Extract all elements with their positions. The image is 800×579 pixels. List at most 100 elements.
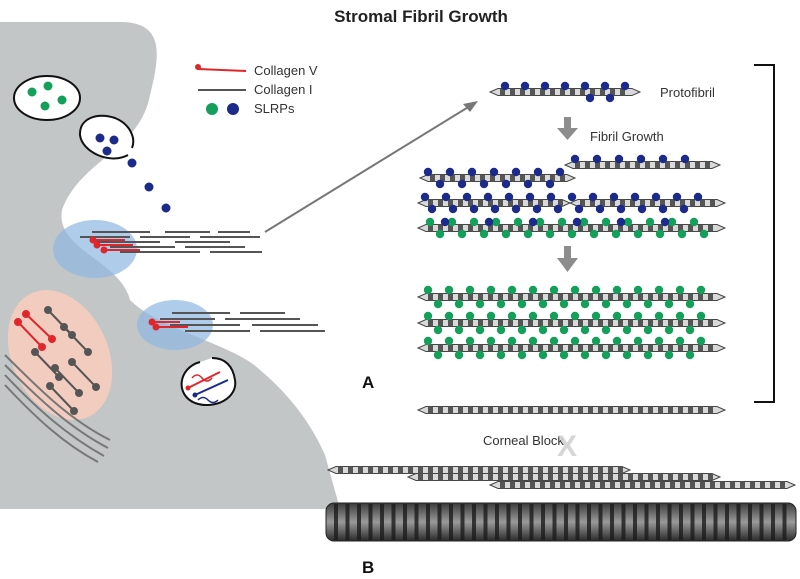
fibril-band <box>550 481 555 489</box>
fibril-band <box>478 319 483 327</box>
fibril-band <box>558 319 563 327</box>
fibril-band <box>608 319 613 327</box>
slrp-green-dot <box>699 229 709 239</box>
slrp-green-dot <box>643 350 653 360</box>
fibril-band <box>498 319 503 327</box>
fibril-band <box>548 319 553 327</box>
fibril-band <box>428 293 433 301</box>
fibril-segment <box>416 319 727 327</box>
slrp-green-dot <box>685 325 695 335</box>
fibril-band <box>698 293 703 301</box>
vesicle-green <box>13 75 81 121</box>
fibril-band <box>600 199 605 207</box>
slrp-blue-dot <box>457 179 467 189</box>
fibril-cylinder-band <box>437 504 442 540</box>
fibril-band <box>558 473 563 481</box>
slrp-green-dot <box>589 229 599 239</box>
slrp-blue-dot <box>616 217 626 227</box>
fibril-band <box>618 466 623 474</box>
slrp-green-dot <box>549 311 559 321</box>
slrp-green-dot <box>475 299 485 309</box>
fibril-band <box>428 473 433 481</box>
fibril-band <box>478 199 483 207</box>
fibril-band <box>448 199 453 207</box>
fibril-band <box>470 174 475 182</box>
protofibril-label: Protofibril <box>660 85 715 100</box>
fibril-band <box>668 319 673 327</box>
fibril-band <box>518 293 523 301</box>
fibril-band <box>528 319 533 327</box>
slrp-green-dot <box>591 336 601 346</box>
fibril-cylinder-band <box>771 504 775 540</box>
slrp-green-dot <box>559 350 569 360</box>
fibril-band <box>608 224 613 232</box>
fibril-band <box>348 466 353 474</box>
fibril-band <box>558 406 563 414</box>
fibril-cylinder-band <box>345 504 350 540</box>
slrp-green-dot <box>535 217 545 227</box>
fibril-band <box>498 224 503 232</box>
slrp-green-dot <box>559 325 569 335</box>
fibril-band <box>625 161 630 169</box>
slrp-green-dot <box>643 325 653 335</box>
fibril-band <box>648 319 653 327</box>
fibril-band <box>710 481 715 489</box>
slrp-blue-dot <box>445 167 455 177</box>
fibril-band <box>528 293 533 301</box>
slrp-green-dot <box>444 311 454 321</box>
slrp-green-dot <box>27 87 37 97</box>
slrp-green-dot <box>675 336 685 346</box>
slrp-green-dot <box>528 336 538 346</box>
fibril-band <box>548 199 553 207</box>
fibril-band <box>550 88 555 96</box>
collagen-v-legend-line <box>197 68 247 72</box>
slrp-green-dot <box>444 285 454 295</box>
fibril-band <box>588 319 593 327</box>
fibril-band <box>460 174 465 182</box>
fibril-growth-label: Fibril Growth <box>590 129 664 144</box>
fibril-band <box>498 344 503 352</box>
slrp-green-dot <box>664 325 674 335</box>
slrp-green-dot <box>580 325 590 335</box>
slrp-green-dot <box>633 336 643 346</box>
fibril-segment <box>326 466 632 474</box>
fibril-band <box>598 473 603 481</box>
fibril-band <box>678 473 683 481</box>
fibril-band <box>630 481 635 489</box>
fibril-band <box>508 293 513 301</box>
slrp-blue-dot <box>605 93 615 103</box>
fibril-band <box>655 161 660 169</box>
fibril-cylinder-band <box>472 504 476 540</box>
fibril-band <box>600 88 605 96</box>
slrp-green-dot <box>654 311 664 321</box>
slrp-blue-dot <box>501 179 511 189</box>
fibril-band <box>558 199 563 207</box>
slrp-green-dot <box>444 336 454 346</box>
fibril-band <box>648 406 653 414</box>
fibril-band <box>440 174 445 182</box>
fibril-band <box>578 473 583 481</box>
fibril-assembly-zone <box>53 220 137 278</box>
slrp-green-dot <box>523 229 533 239</box>
collagen-v-legend-label: Collagen V <box>254 63 318 78</box>
slrp-blue-dot <box>614 154 624 164</box>
slrp-green-dot <box>423 336 433 346</box>
slrp-blue-dot <box>545 179 555 189</box>
slrp-green-dot <box>557 217 567 227</box>
fibril-band <box>668 293 673 301</box>
fibril-band <box>618 319 623 327</box>
fibril-band <box>508 406 513 414</box>
fibril-band <box>560 174 565 182</box>
slrp-blue-dot <box>483 192 493 202</box>
fibril-band <box>590 481 595 489</box>
fibril-band <box>498 473 503 481</box>
slrp-blue-dot <box>95 133 105 143</box>
fibril-band <box>428 224 433 232</box>
fibril-band <box>698 406 703 414</box>
fibril-band <box>618 406 623 414</box>
fibril-band <box>468 319 473 327</box>
fibril-band <box>338 466 343 474</box>
fibril-band <box>518 199 523 207</box>
fibril-band <box>488 406 493 414</box>
slrp-green-dot <box>654 285 664 295</box>
